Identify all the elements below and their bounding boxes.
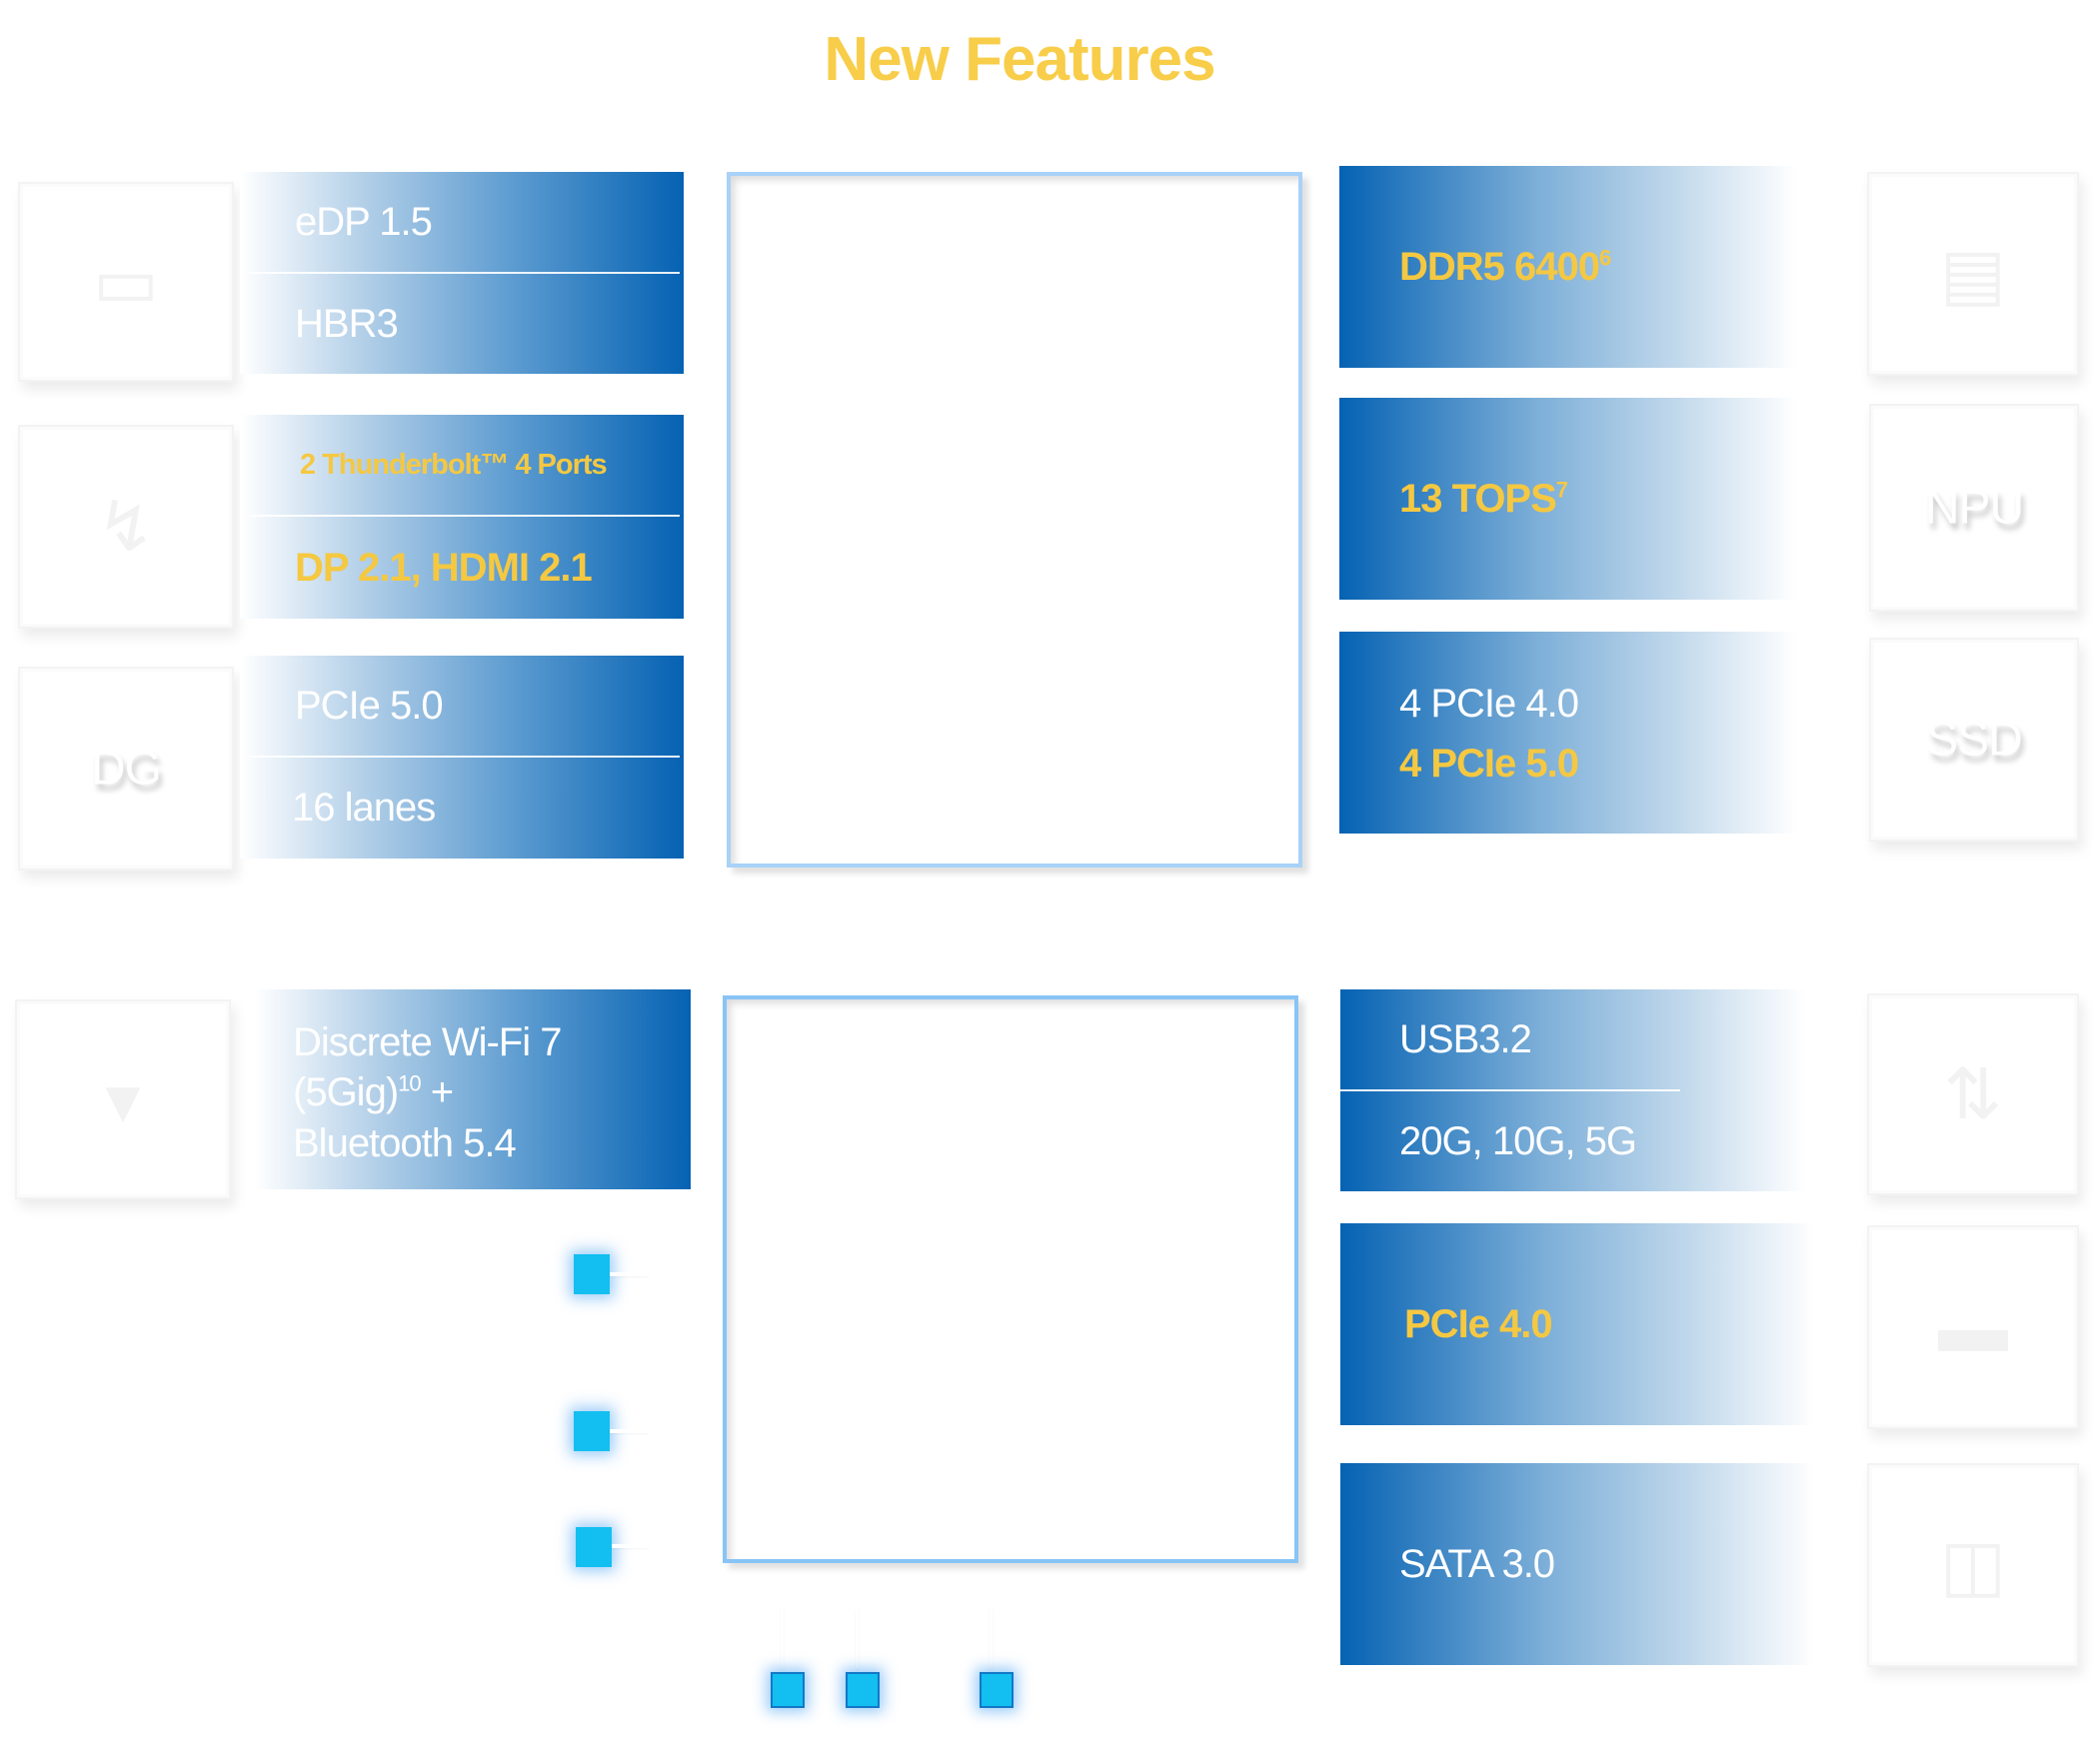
band-line: HBR3 [295,301,399,346]
band-line: 4 PCIe 4.0 [1399,681,1579,726]
sata-drive-icon-box: ◫ [1867,1463,2079,1667]
band-ssd: 4 PCIe 4.0 4 PCIe 5.0 [1339,632,1811,834]
band-line: eDP 1.5 [295,199,433,244]
ssd-label: SSD [1926,713,2023,767]
connector-node [980,1672,1014,1708]
band-line: DDR5 64006 [1399,244,1611,289]
connector-line [990,1609,993,1669]
band-line: 4 PCIe 5.0 [1399,741,1579,786]
connector-line [781,1609,784,1669]
band-divider [250,272,680,274]
connector-node [574,1254,610,1294]
pcie-slot-icon: ▬ [1938,1288,2008,1366]
connector-line [610,1272,648,1276]
connector-line [856,1609,859,1669]
display-icon: ▭ [92,243,160,321]
thunderbolt-icon-box: ↯ [18,425,234,629]
band-thunderbolt: 2 Thunderbolt™ 4 Ports DP 2.1, HDMI 2.1 [240,415,684,619]
connector-line [612,1544,648,1548]
memory-icon: ▤ [1939,235,2007,313]
band-ddr5: DDR5 64006 [1339,166,1811,368]
dg-label: DG [91,742,162,796]
band-divider [250,515,680,517]
wifi-icon-box: ▾ [15,999,231,1199]
npu-label: NPU [1924,481,2024,535]
band-line: Bluetooth 5.4 [293,1120,517,1165]
usb-icon: ⇅ [1943,1055,2003,1133]
band-dg: PCIe 5.0 16 lanes [240,656,684,859]
ssd-icon-box: SSD [1869,638,2079,842]
band-line: DP 2.1, HDMI 2.1 [295,545,593,590]
connector-line [610,1429,648,1433]
connector-node [771,1672,805,1708]
band-line: SATA 3.0 [1399,1541,1555,1586]
band-sata: SATA 3.0 [1340,1463,1830,1665]
band-divider [250,756,680,758]
band-line: 20G, 10G, 5G [1399,1118,1637,1163]
band-line: USB3.2 [1399,1016,1532,1061]
band-usb: USB3.2 20G, 10G, 5G [1340,989,1820,1191]
thunderbolt-icon: ↯ [96,488,156,566]
band-divider [1340,1089,1680,1091]
wifi-icon: ▾ [105,1060,141,1138]
band-line: Discrete Wi-Fi 7 [293,1019,562,1064]
band-line: 16 lanes [292,785,436,830]
connector-node [846,1672,880,1708]
pcie-slot-icon-box: ▬ [1867,1225,2079,1429]
band-line: PCIe 5.0 [295,683,444,728]
processor-chip [727,172,1302,868]
band-line: 13 TOPS7 [1399,476,1568,521]
memory-icon-box: ▤ [1867,172,2079,376]
connector-node [574,1411,610,1451]
connector-node [576,1527,612,1567]
dg-icon-box: DG [18,667,234,871]
band-line: (5Gig)10 + [293,1069,454,1114]
usb-icon-box: ⇅ [1867,993,2079,1195]
npu-icon-box: NPU [1869,404,2079,612]
band-npu: 13 TOPS7 [1339,398,1811,600]
band-wifi: Discrete Wi-Fi 7 (5Gig)10 + Bluetooth 5.… [255,989,691,1189]
band-edp: eDP 1.5 HBR3 [240,172,684,374]
band-line: 2 Thunderbolt™ 4 Ports [300,448,608,481]
sata-drive-icon: ◫ [1939,1526,2007,1604]
display-icon-box: ▭ [18,182,234,382]
band-line: PCIe 4.0 [1404,1301,1553,1346]
chipset-chip [723,995,1298,1563]
page-title: New Features [824,25,1215,94]
band-pcie4: PCIe 4.0 [1340,1223,1830,1425]
